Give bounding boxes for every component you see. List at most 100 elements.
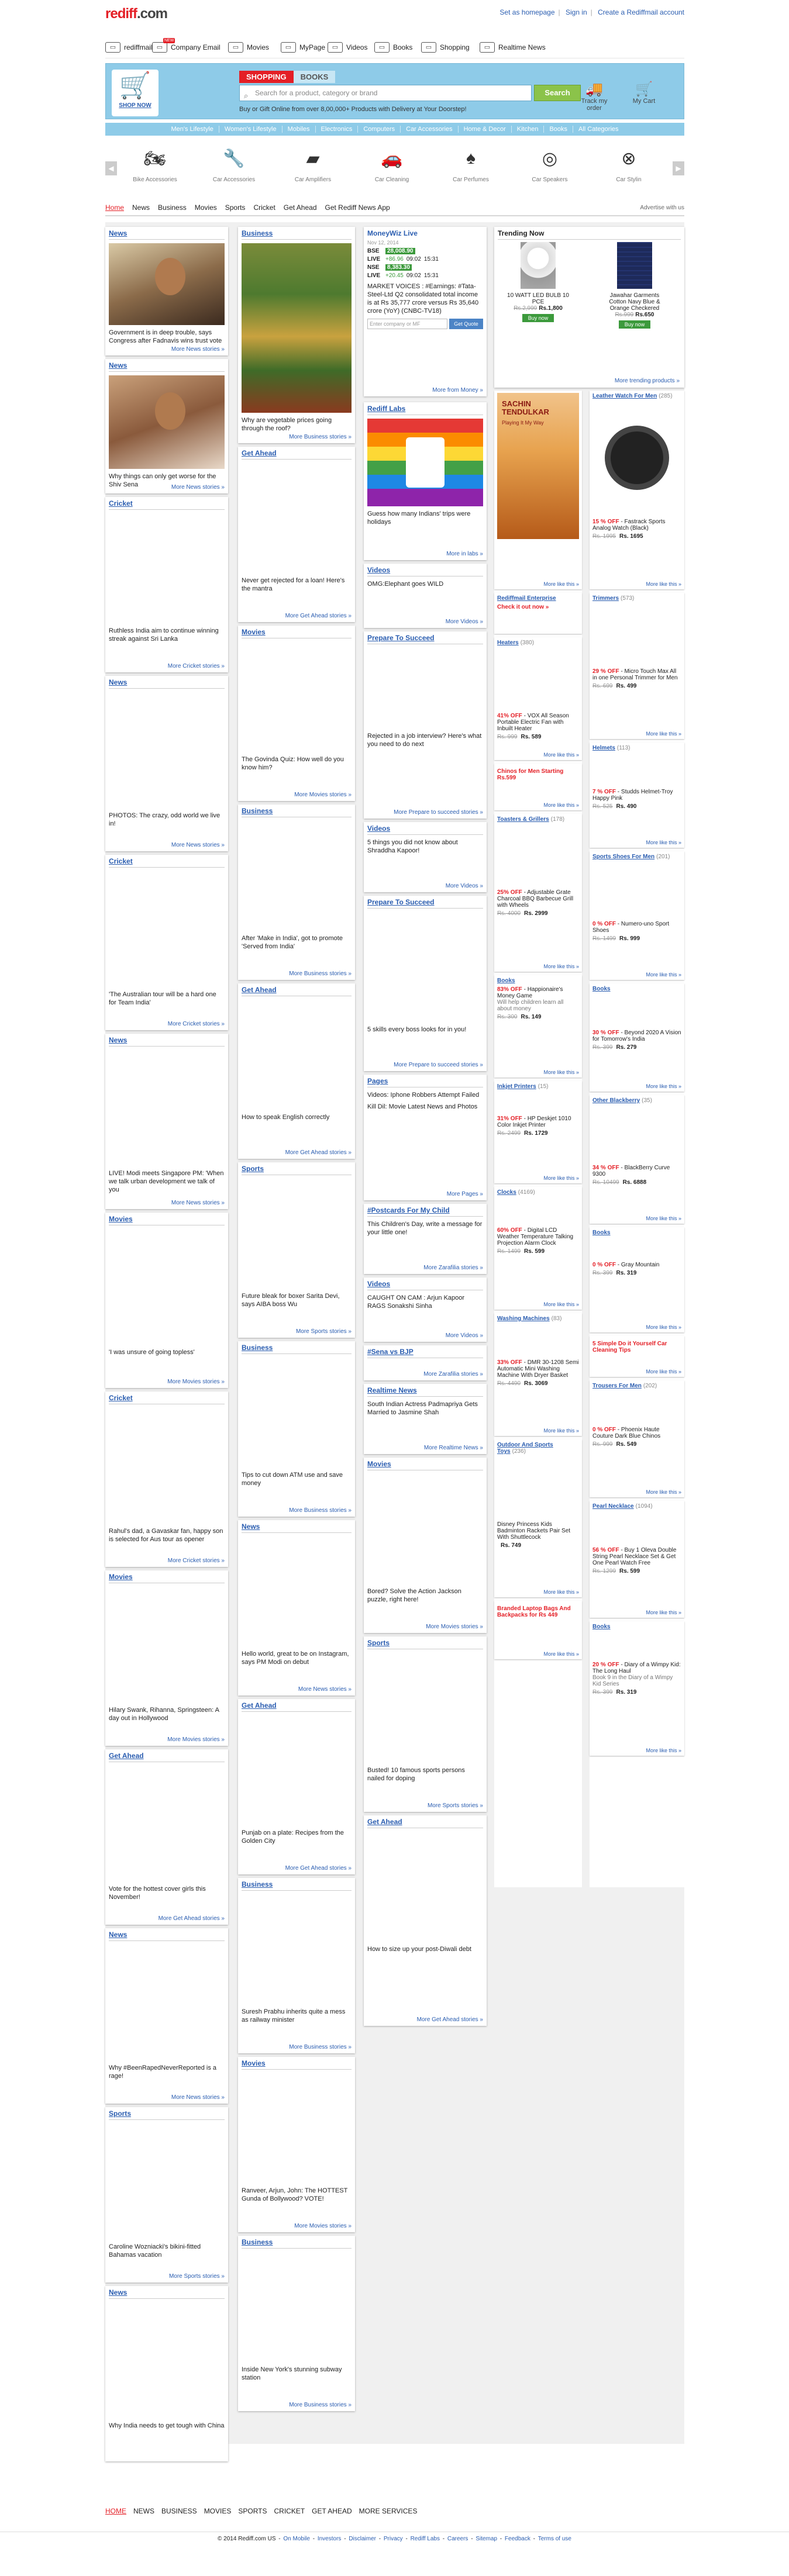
labs-infographic[interactable]	[367, 419, 483, 506]
story-photo[interactable]	[109, 375, 225, 469]
buy-now-button[interactable]: Buy now	[522, 314, 554, 322]
story-headline[interactable]: Videos: Iphone Robbers Attempt Failed	[367, 1092, 480, 1099]
more-stories-link[interactable]: More Videos »	[445, 619, 483, 625]
more-like-this-link[interactable]: More like this »	[646, 1610, 681, 1615]
more-stories-link[interactable]: More Prepare to succeed stories »	[394, 809, 483, 816]
rediff-logo[interactable]: rediff.com	[105, 6, 168, 22]
more-stories-link[interactable]: More Sports stories »	[427, 1802, 483, 1809]
carousel-item[interactable]: ⊗Car Stylin	[602, 145, 655, 184]
story-headline[interactable]: Future bleak for boxer Sarita Devi, says…	[242, 1293, 340, 1308]
more-stories-link[interactable]: More Pages »	[446, 1191, 483, 1197]
more-stories-link[interactable]: More Movies stories »	[167, 1379, 225, 1385]
product-name[interactable]: BlackBerry Curve 9300	[592, 1165, 670, 1177]
card-heading[interactable]: Business	[242, 1880, 352, 1891]
card-heading[interactable]: Business	[242, 229, 352, 240]
product-category[interactable]: Clocks	[497, 1189, 516, 1196]
nav-get-ahead[interactable]: Get Ahead	[283, 203, 317, 212]
product-item[interactable]: Heaters(380)41% OFF - VOX All Season Por…	[494, 637, 582, 760]
service-rediffmail[interactable]: ▭rediffmail	[105, 39, 152, 56]
story-headline[interactable]: Government is in deep trouble, says Cong…	[109, 329, 222, 344]
carousel-item[interactable]: 🚗Car Cleaning	[366, 145, 418, 184]
story-headline[interactable]: Suresh Prabhu inherits quite a mess as r…	[242, 2008, 346, 2023]
more-stories-link[interactable]: More Get Ahead stories »	[285, 1149, 352, 1156]
more-like-this-link[interactable]: More like this »	[543, 1301, 579, 1307]
product-item[interactable]: Sports Shoes For Men(201)0 % OFF - Numer…	[590, 851, 684, 980]
product-item[interactable]: Trimmers(573)29 % OFF - Micro Touch Max …	[590, 593, 684, 739]
product-name[interactable]: Micro Touch Max All in one Personal Trim…	[592, 668, 678, 681]
story-photo[interactable]	[109, 243, 225, 325]
more-like-this-link[interactable]: More like this »	[543, 1175, 579, 1181]
card-heading[interactable]: Cricket	[109, 857, 225, 868]
more-stories-link[interactable]: More in labs »	[446, 551, 483, 557]
more-like-this-link[interactable]: More like this »	[543, 1069, 579, 1075]
story-headline[interactable]: Punjab on a plate: Recipes from the Gold…	[242, 1829, 344, 1845]
story-headline[interactable]: PHOTOS: The crazy, odd world we live in!	[109, 812, 220, 827]
footer-nav-movies[interactable]: MOVIES	[204, 2507, 232, 2515]
footer-nav-home[interactable]: HOME	[105, 2507, 126, 2515]
product-name[interactable]: Disney Princess Kids Badminton Rackets P…	[497, 1521, 571, 1541]
search-button[interactable]: Search	[534, 85, 581, 101]
footer-nav-more-services[interactable]: MORE SERVICES	[359, 2507, 418, 2515]
footer-link-2[interactable]: Disclaimer	[349, 2536, 376, 2542]
product-category[interactable]: Heaters	[497, 640, 519, 646]
more-like-this-link[interactable]: More like this »	[646, 1748, 681, 1753]
product-category[interactable]: Other Blackberry	[592, 1097, 640, 1104]
product-item[interactable]: Leather Watch For Men(285)15 % OFF - Fas…	[590, 391, 684, 589]
more-like-this-link[interactable]: More like this »	[646, 731, 681, 737]
product-name[interactable]: Fastrack Sports Analog Watch (Black)	[592, 519, 666, 531]
footer-link-7[interactable]: Feedback	[504, 2536, 530, 2542]
story-headline[interactable]: The Govinda Quiz: How well do you know h…	[242, 756, 344, 771]
product-item[interactable]: Other Blackberry(35)34 % OFF - BlackBerr…	[590, 1095, 684, 1224]
category-2[interactable]: Mobiles	[282, 126, 316, 133]
service-books[interactable]: ▭Books	[374, 39, 412, 56]
category-4[interactable]: Computers	[358, 126, 401, 133]
product-name[interactable]: Studds Helmet-Troy Happy Pink	[592, 789, 673, 802]
more-money-link[interactable]: More from Money »	[432, 387, 483, 393]
more-stories-link[interactable]: More Get Ahead stories »	[158, 1915, 225, 1922]
card-heading[interactable]: Pages	[367, 1077, 483, 1087]
product-category[interactable]: Washing Machines	[497, 1315, 550, 1322]
product-name[interactable]: Phoenix Haute Couture Dark Blue Chinos	[592, 1427, 661, 1439]
more-stories-link[interactable]: More Movies stories »	[294, 792, 352, 798]
footer-link-8[interactable]: Terms of use	[538, 2536, 571, 2542]
more-like-this-link[interactable]: More like this »	[646, 1324, 681, 1330]
story-headline[interactable]: Caroline Wozniacki's bikini-fitted Baham…	[109, 2243, 201, 2259]
more-stories-link[interactable]: More Get Ahead stories »	[285, 613, 352, 619]
footer-link-5[interactable]: Careers	[447, 2536, 468, 2542]
card-heading[interactable]: Get Ahead	[367, 1818, 483, 1828]
carousel-item[interactable]: 🏍Bike Accessories	[129, 145, 181, 184]
my-cart-link[interactable]: 🛒My Cart	[626, 81, 661, 105]
footer-nav-cricket[interactable]: CRICKET	[274, 2507, 305, 2515]
nav-get-rediff-news-app[interactable]: Get Rediff News App	[325, 203, 390, 212]
more-like-this-link[interactable]: More like this »	[543, 1651, 579, 1657]
product-category[interactable]: Trimmers	[592, 595, 619, 602]
card-heading[interactable]: Business	[242, 807, 352, 817]
product-category[interactable]: Books	[497, 978, 515, 984]
product-category[interactable]: Trousers For Men	[592, 1383, 642, 1389]
advertise-link[interactable]: Advertise with us	[640, 205, 684, 211]
set-homepage-link[interactable]: Set as homepage	[499, 8, 555, 16]
card-heading[interactable]: News	[242, 1522, 352, 1533]
story-headline[interactable]: Hello world, great to be on Instagram, s…	[242, 1650, 349, 1666]
trending-product-2[interactable]: Jawahar Garments Cotton Navy Blue & Oran…	[602, 242, 667, 329]
carousel-next-icon[interactable]: ▶	[673, 161, 684, 175]
product-name[interactable]: Numero-uno Sport Shoes	[592, 921, 670, 934]
more-stories-link[interactable]: More News stories »	[171, 484, 225, 491]
more-like-this-link[interactable]: More like this »	[543, 581, 579, 587]
story-headline[interactable]: Inside New York's stunning subway statio…	[242, 2366, 342, 2381]
story-headline[interactable]: Rahul's dad, a Gavaskar fan, happy son i…	[109, 1528, 223, 1543]
more-like-this-link[interactable]: More like this »	[646, 840, 681, 845]
story-headline[interactable]: 5 skills every boss looks for in you!	[367, 1026, 467, 1033]
service-realtime-news[interactable]: ▭Realtime News	[480, 39, 546, 56]
card-heading[interactable]: #Sena vs BJP	[367, 1348, 483, 1358]
product-category[interactable]: Helmets	[592, 745, 615, 751]
card-heading[interactable]: Sports	[242, 1165, 352, 1175]
product-category[interactable]: Rediffmail Enterprise	[497, 595, 556, 602]
more-like-this-link[interactable]: More like this »	[543, 1589, 579, 1595]
more-stories-link[interactable]: More Movies stories »	[294, 2223, 352, 2229]
card-heading[interactable]: Cricket	[109, 499, 225, 510]
story-headline[interactable]: Ruthless India aim to continue winning s…	[109, 627, 219, 643]
